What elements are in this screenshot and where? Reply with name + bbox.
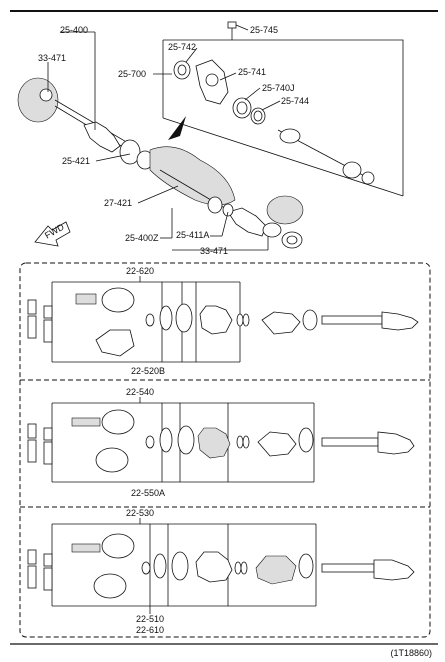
label-22-510: 22-510	[136, 614, 164, 624]
label-25-740j: 25-740J	[262, 83, 295, 93]
label-22-540: 22-540	[126, 387, 154, 397]
left-hub	[17, 77, 59, 123]
bolt-25-745	[227, 21, 237, 29]
fwd-arrow	[34, 221, 71, 247]
label-33-471-bot: 33-471	[200, 246, 228, 256]
panel-2	[27, 397, 415, 483]
label-25-744: 25-744	[281, 96, 309, 106]
label-22-520b: 22-520B	[131, 366, 165, 376]
panel-3	[27, 518, 415, 614]
label-25-400z: 25-400Z	[125, 233, 159, 243]
panel-1	[27, 276, 419, 363]
left-boot	[83, 121, 121, 153]
top-assembly	[17, 31, 304, 251]
label-25-400: 25-400	[60, 25, 88, 35]
reference-code: (1T18860)	[390, 648, 432, 658]
right-boot	[227, 207, 267, 237]
label-25-411a: 25-411A	[176, 230, 209, 240]
label-25-700: 25-700	[118, 69, 146, 79]
label-22-530: 22-530	[126, 508, 154, 518]
label-22-550a: 22-550A	[131, 488, 165, 498]
label-22-610: 22-610	[136, 625, 164, 635]
label-25-745: 25-745	[250, 25, 278, 35]
exploded-frame	[19, 262, 431, 638]
label-27-421: 27-421	[104, 198, 132, 208]
label-25-742: 25-742	[168, 42, 196, 52]
inset-assembly	[153, 21, 404, 197]
label-33-471-top: 33-471	[38, 53, 66, 63]
label-22-620: 22-620	[126, 266, 154, 276]
label-25-421: 25-421	[62, 156, 90, 166]
label-25-741: 25-741	[238, 67, 266, 77]
